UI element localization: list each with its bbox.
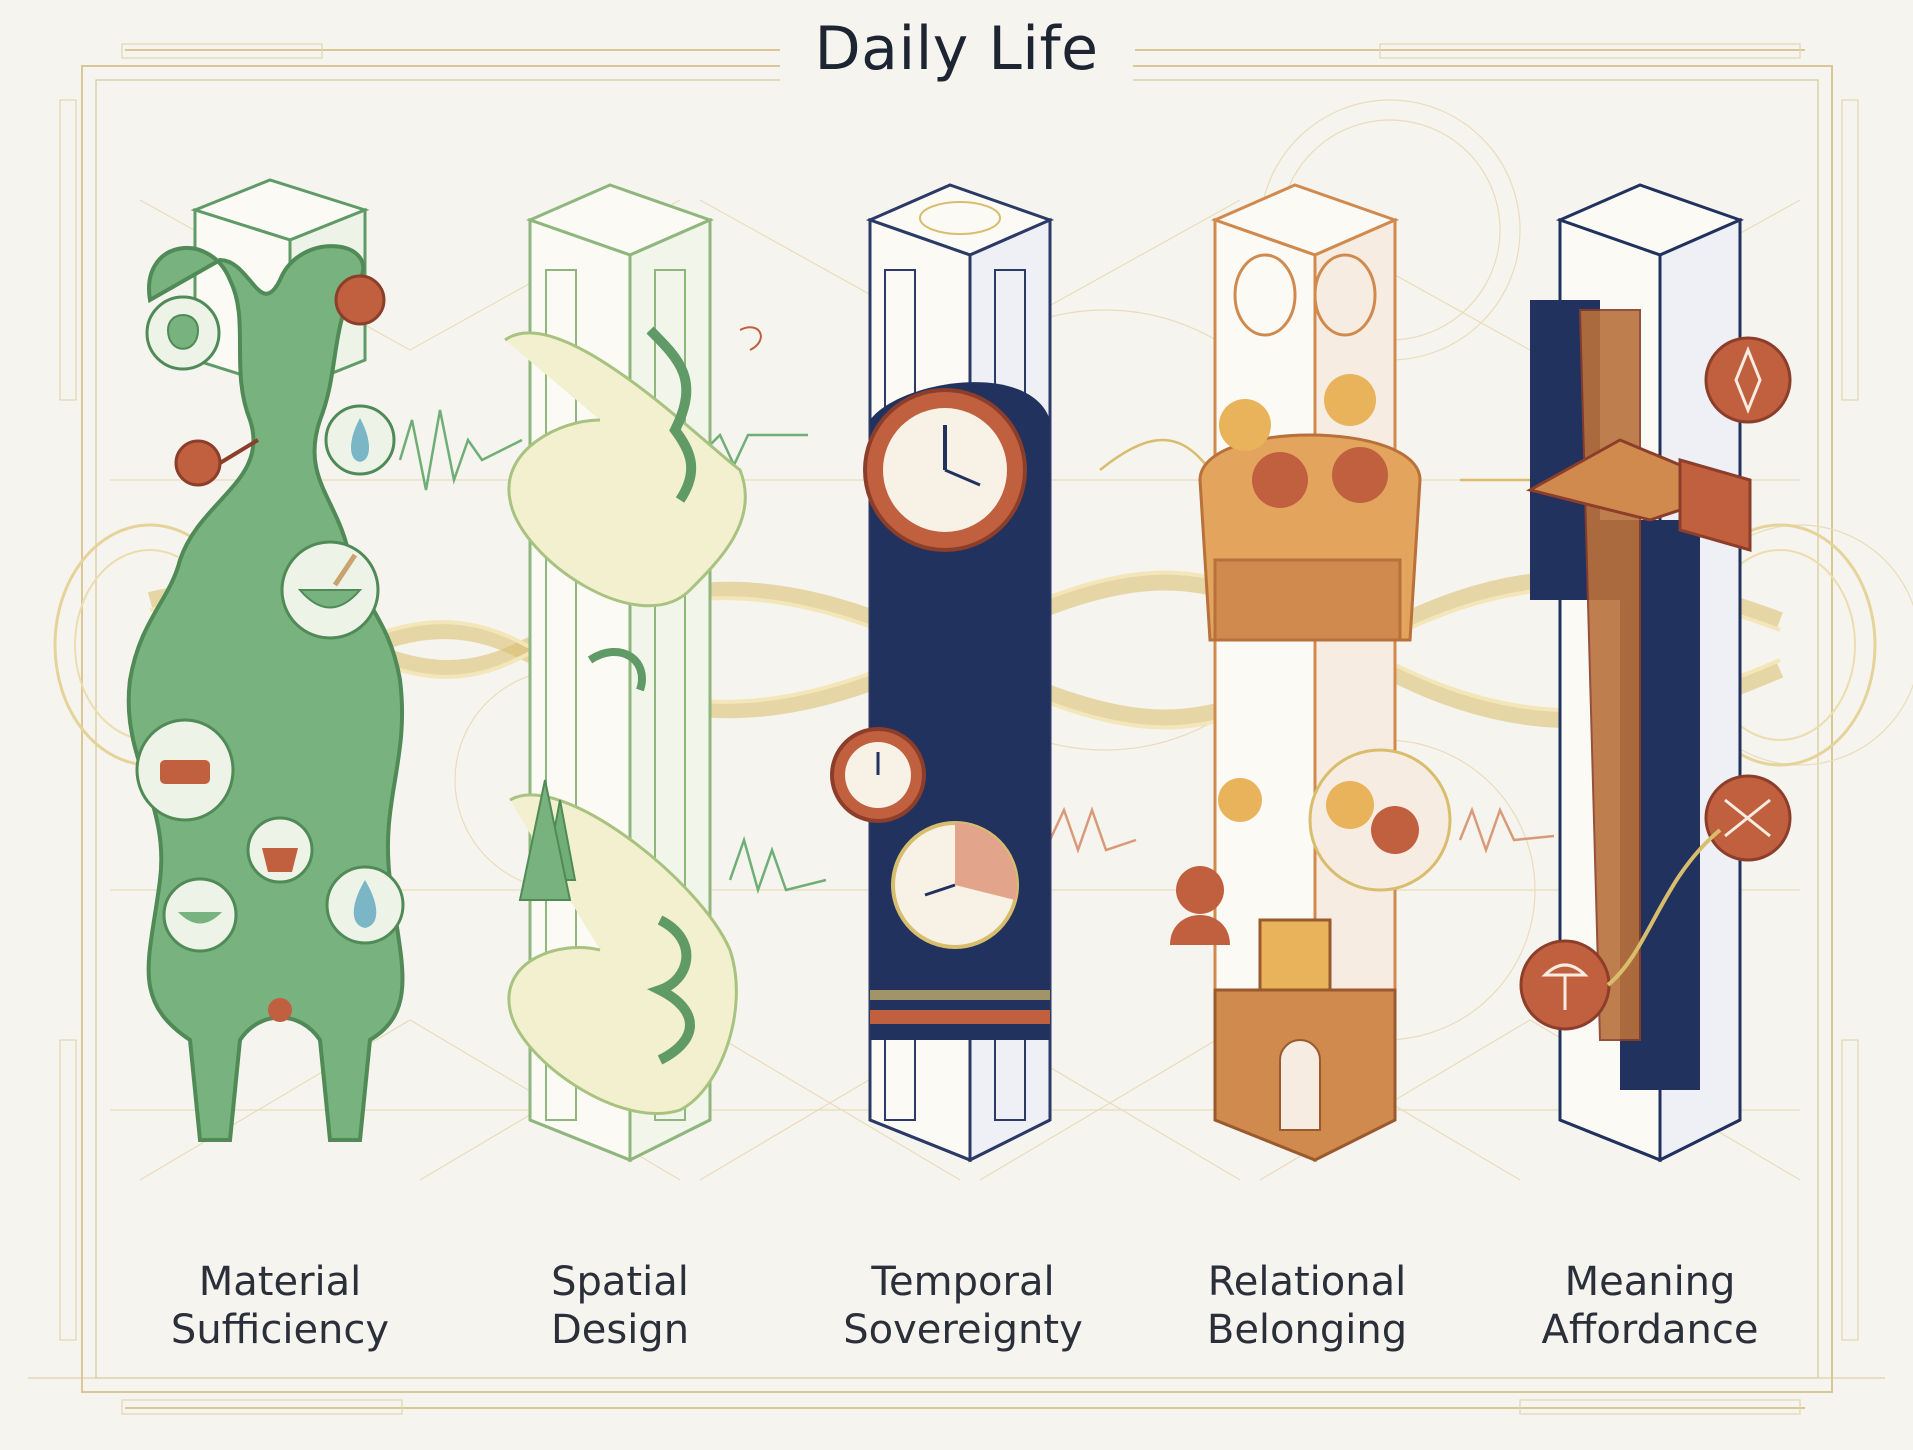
pillar-bases [530,1120,1740,1160]
label-line-2: Sovereignty [813,1306,1113,1354]
label-spatial-design: Spatial Design [470,1258,770,1354]
label-line-2: Sufficiency [130,1306,430,1354]
label-line-1: Material [130,1258,430,1306]
label-line-2: Design [470,1306,770,1354]
pillar-spatial-design [505,185,761,1160]
label-line-1: Spatial [470,1258,770,1306]
label-line-2: Affordance [1500,1306,1800,1354]
label-line-1: Relational [1157,1258,1457,1306]
label-temporal-sovereignty: Temporal Sovereignty [813,1258,1113,1354]
label-line-2: Belonging [1157,1306,1457,1354]
page-title: Daily Life [0,14,1913,84]
label-meaning-affordance: Meaning Affordance [1500,1258,1800,1354]
pillar-temporal-sovereignty [832,185,1050,1160]
label-material-sufficiency: Material Sufficiency [130,1258,430,1354]
label-relational-belonging: Relational Belonging [1157,1258,1457,1354]
pillar-material-sufficiency [129,180,403,1140]
label-line-1: Meaning [1500,1258,1800,1306]
label-line-1: Temporal [813,1258,1113,1306]
